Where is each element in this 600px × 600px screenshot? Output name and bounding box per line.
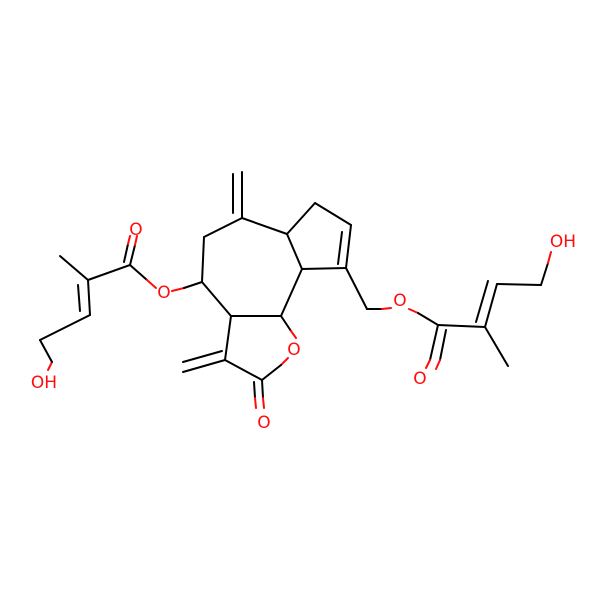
bond-ch-ch2-right (496, 283, 542, 286)
bond-carbonyl-left-o2 (127, 235, 131, 245)
bond-methyl-right (484, 326, 509, 367)
bond-carbonyl-left-o (134, 235, 138, 246)
bond-carbonyl-left-c (129, 244, 136, 266)
bond-ester-ring-left-c (183, 281, 203, 289)
bond-ring-b4 (301, 267, 347, 270)
lactone-carbonyl-oxygen: O (257, 413, 270, 433)
bond-ring-a7 (201, 281, 232, 317)
bond-lactone-3 (224, 359, 263, 381)
bond-ester-carbonyl-right-c (417, 312, 439, 326)
bond-alkene-right (484, 283, 498, 328)
bond-lactone-carbonyl-c (261, 379, 264, 399)
bond-ring-b1 (286, 202, 316, 235)
bond-ring-b3 (345, 224, 352, 269)
bond-alkene-right-double (475, 280, 489, 323)
bond-ring-b3-double (337, 231, 343, 265)
ester-oxygen-right: O (393, 291, 406, 311)
bond-carbonyl-right-o (425, 359, 431, 369)
bond-lactone-1o (290, 330, 297, 339)
bond-lactone-1c (280, 315, 292, 332)
bond-ch2-ch-left (39, 314, 91, 341)
bond-methylene-bottom-double (182, 350, 223, 363)
bond-oh-left-o (47, 361, 53, 371)
bond-lactone-2c (261, 364, 282, 381)
bond-oh-left-c (39, 339, 53, 363)
bond-ch-c-left (87, 279, 91, 316)
right-side-chain (345, 251, 552, 370)
bond-lactone-carbonyl-o2 (254, 397, 257, 409)
bond-methyl-left (59, 255, 89, 281)
bond-ch2-oh-right-c (540, 262, 549, 286)
carbonyl-oxygen-right: O (413, 369, 426, 389)
bond-methylene-bottom (182, 359, 226, 373)
ester-oxygen-left: O (157, 283, 170, 303)
bond-carbonyl-left-c2 (123, 243, 129, 263)
bond-ester-ring-left-o (171, 287, 185, 292)
bond-carbonyl-ester-left-o (146, 279, 157, 289)
bond-ring-a1 (201, 236, 205, 283)
bond-ester-carbonyl-right-o (408, 308, 419, 314)
bond-ring-b2 (314, 202, 352, 226)
bond-lactone-carbonyl-o (262, 397, 265, 409)
bond-ch2-oh-right-o (547, 251, 552, 264)
hydroxyl-left: OH (31, 373, 57, 393)
bond-carbonyl-ester-left-c (129, 264, 148, 281)
bond-ring-a5 (280, 268, 303, 317)
bond-carbonyl-right-c (429, 324, 439, 361)
bond-carbonyl-alkene-right (437, 324, 486, 328)
bond-carbonyl-right-c2 (439, 329, 447, 361)
bond-lactone-4 (224, 315, 232, 361)
bond-ring-ch2-right (345, 267, 368, 310)
bond-ring-a2 (203, 217, 243, 238)
hydroxyl-right: OH (550, 232, 576, 252)
bond-ring-a3 (241, 217, 288, 235)
lactone-ring-oxygen: O (287, 340, 300, 360)
bond-ch2-ester-right-o (381, 307, 392, 310)
ring-system (182, 171, 352, 409)
left-side-chain (39, 235, 203, 371)
carbonyl-oxygen-left: O (129, 220, 142, 240)
bond-c-carbonyl-left (87, 264, 131, 281)
atom-labels: O O OH O O O O OH (31, 220, 576, 433)
bond-lactone-carbonyl-c2 (253, 381, 256, 399)
bond-ring-a4 (286, 233, 303, 270)
bond-ch-c-left-double (77, 284, 81, 312)
bond-lactone-2o (280, 357, 289, 366)
bond-carbonyl-right-o2 (435, 359, 441, 370)
